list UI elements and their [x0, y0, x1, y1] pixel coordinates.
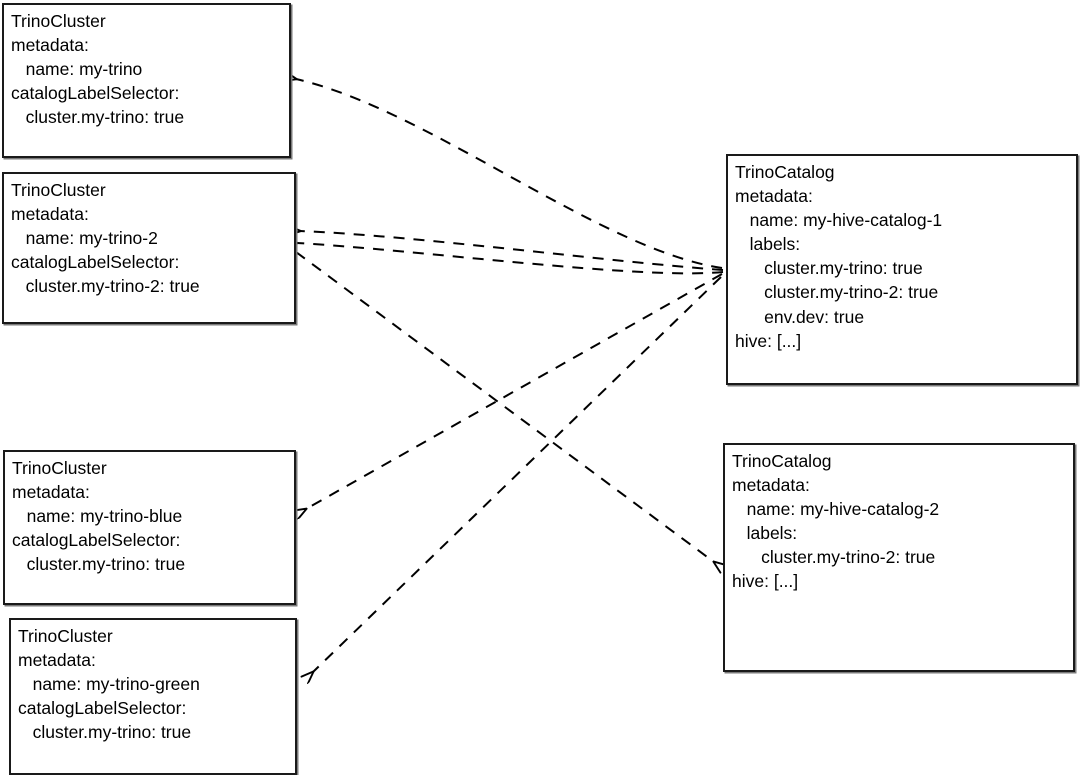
trinocluster-my-trino-green-box[interactable]: TrinoCluster metadata: name: my-trino-gr… — [9, 618, 297, 775]
trinocluster-my-trino-text: TrinoCluster metadata: name: my-trino ca… — [11, 11, 185, 128]
trinocatalog-my-hive-catalog-1-box[interactable]: TrinoCatalog metadata: name: my-hive-cat… — [726, 154, 1078, 385]
trinocluster-my-trino-blue-text: TrinoCluster metadata: name: my-trino-bl… — [12, 458, 186, 575]
trinocluster-my-trino-2-box[interactable]: TrinoCluster metadata: name: my-trino-2 … — [2, 172, 296, 324]
trinocluster-my-trino-blue-box[interactable]: TrinoCluster metadata: name: my-trino-bl… — [3, 450, 296, 605]
edge-catalog1-to-trino — [296, 79, 723, 269]
trinocatalog-my-hive-catalog-2-box[interactable]: TrinoCatalog metadata: name: my-hive-cat… — [723, 443, 1075, 672]
edge-catalog1-to-trino-blue — [306, 273, 723, 509]
trinocatalog-my-hive-catalog-1-text: TrinoCatalog metadata: name: my-hive-cat… — [735, 162, 943, 351]
edge-catalog1-to-trino-green — [313, 276, 722, 672]
trinocluster-my-trino-box[interactable]: TrinoCluster metadata: name: my-trino ca… — [2, 3, 291, 158]
trinocatalog-my-hive-catalog-2-text: TrinoCatalog metadata: name: my-hive-cat… — [732, 451, 940, 592]
trinocluster-my-trino-green-text: TrinoCluster metadata: name: my-trino-gr… — [18, 626, 200, 743]
edge-trino2-to-catalog2 — [295, 251, 714, 562]
trinocluster-my-trino-2-text: TrinoCluster metadata: name: my-trino-2 … — [11, 180, 200, 297]
edge-catalog2-to-trino2 — [297, 243, 724, 275]
edge-catalog1-to-trino2 — [300, 231, 724, 271]
